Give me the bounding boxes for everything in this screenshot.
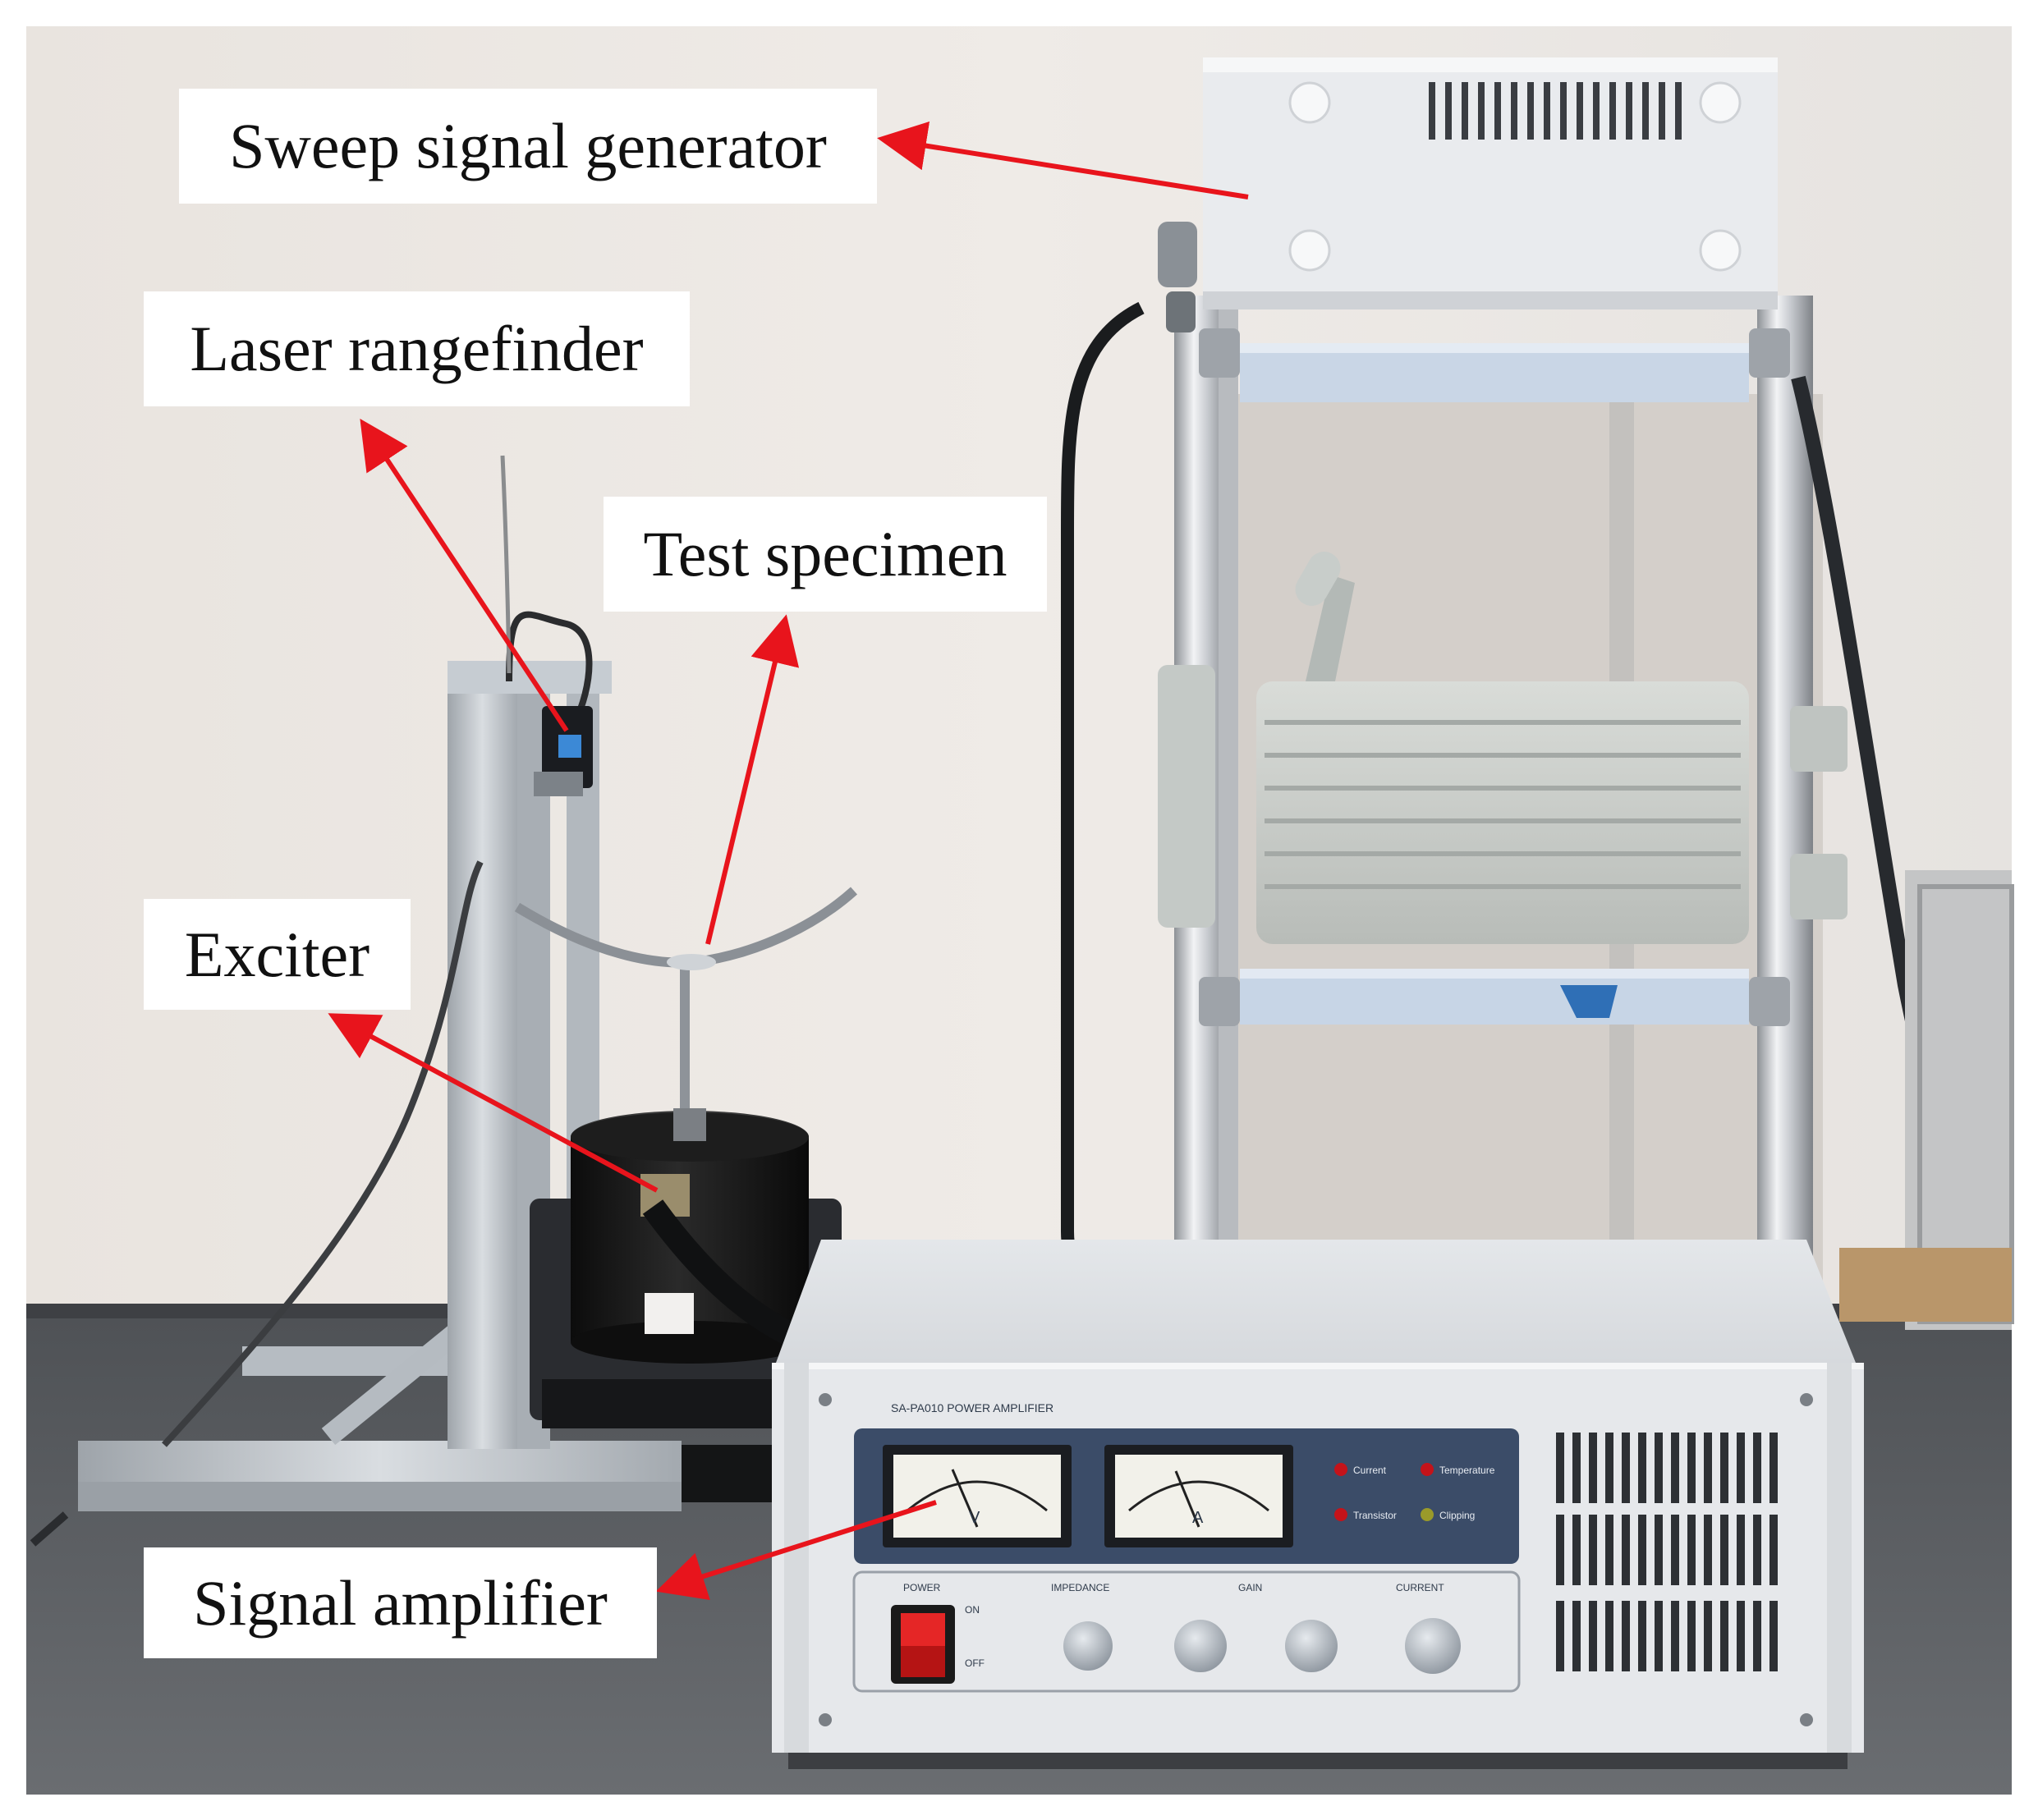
control-panel [852,1570,1521,1693]
signal-amplifier-label: Signal amplifier [144,1547,657,1658]
gain-coarse-knob [1174,1620,1227,1672]
gain-label: GAIN [1238,1582,1262,1593]
exciter-label: Exciter [144,899,411,1010]
sweep-signal-generator-device [1158,57,1778,332]
clipping-led-icon [1421,1508,1434,1521]
indicator-temperature: Temperature [1439,1465,1495,1476]
temperature-led-icon [1421,1463,1434,1476]
test-specimen-arrow [705,614,800,945]
current-knob [1405,1618,1461,1674]
sweep-signal-generator-label: Sweep signal generator [179,89,877,204]
impedance-label: IMPEDANCE [1051,1582,1109,1593]
indicator-transistor: Transistor [1353,1510,1397,1521]
exciter-arrow [328,1013,659,1193]
annotation-arrows [328,121,1249,1601]
current-label: CURRENT [1396,1582,1444,1593]
signal-amplifier-arrow [655,1500,937,1601]
current-led-icon [1334,1463,1347,1476]
exciter-device [530,1108,842,1502]
indicator-clipping: Clipping [1439,1510,1475,1521]
vent-grille [1556,1433,1778,1671]
instrument-case [1158,552,1848,944]
power-on-label: ON [965,1604,980,1616]
power-label: POWER [903,1582,941,1593]
test-specimen-label: Test specimen [604,497,1047,612]
impedance-knob [1063,1621,1113,1671]
voltmeter-unit: V [969,1509,980,1527]
laser-rangefinder-arrow [360,418,569,732]
power-off-label: OFF [965,1657,985,1669]
amplifier-model-text: SA-PA010 POWER AMPLIFIER [891,1401,1053,1414]
power-amplifier-device: SA-PA010 POWER AMPLIFIER V A Current Tem… [772,1240,1864,1769]
sweep-generator-arrow [877,121,1249,199]
instrument-rack [1061,296,2014,1330]
transistor-led-icon [1334,1508,1347,1521]
ammeter-unit: A [1192,1509,1204,1527]
laser-rangefinder-label: Laser rangefinder [144,291,690,406]
indicator-current: Current [1353,1465,1387,1476]
aluminium-stand [30,455,858,1547]
gain-fine-knob [1285,1620,1338,1672]
